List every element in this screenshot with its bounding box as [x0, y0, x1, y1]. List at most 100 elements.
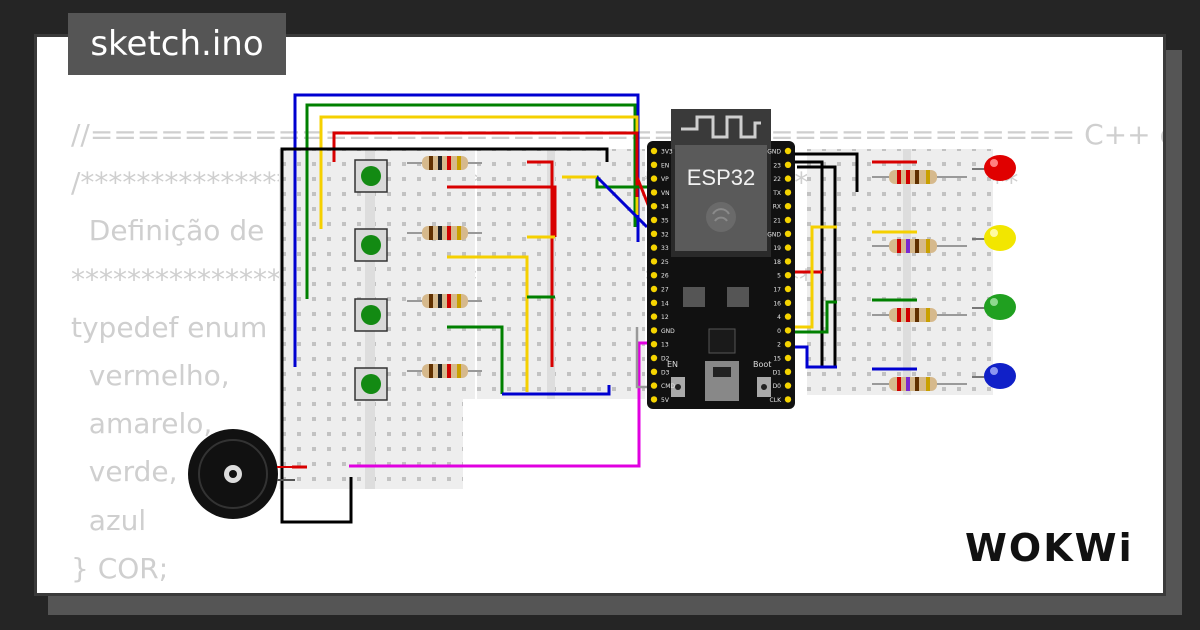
led-yellow[interactable] — [972, 225, 1016, 251]
wokwi-logo[interactable]: WOKWi — [965, 523, 1139, 571]
pin-12[interactable] — [650, 313, 658, 320]
pin-label: 17 — [773, 287, 781, 294]
pin-label: VN — [661, 190, 670, 197]
breadboard-right — [807, 149, 993, 395]
pin-d2[interactable] — [650, 354, 658, 362]
pin-35[interactable] — [650, 216, 658, 224]
code-line: azul — [71, 503, 147, 537]
pin-label: 19 — [773, 245, 781, 252]
pin-14[interactable] — [650, 299, 658, 306]
pin-34[interactable] — [650, 203, 658, 210]
code-line: amarelo, — [71, 407, 213, 441]
pin-label: 32 — [661, 231, 669, 238]
pin-label: GND — [767, 149, 781, 156]
pin-13[interactable] — [650, 341, 658, 348]
pin-rx[interactable] — [784, 203, 792, 210]
pin-gnd[interactable] — [650, 327, 658, 334]
resistor — [407, 364, 482, 378]
buzzer[interactable] — [188, 429, 295, 519]
pin-label: 22 — [773, 176, 781, 183]
led-green[interactable] — [972, 294, 1016, 320]
push-button[interactable] — [354, 298, 388, 332]
resistor — [407, 294, 482, 308]
pin-vp[interactable] — [650, 175, 658, 182]
push-buttons[interactable] — [354, 159, 388, 401]
pin-23[interactable] — [784, 161, 792, 168]
pin-label: 12 — [661, 314, 669, 321]
pin-label: 2 — [777, 342, 781, 349]
pin-d1[interactable] — [784, 368, 792, 375]
pin-label: 33 — [661, 245, 669, 252]
pin-vn[interactable] — [650, 189, 658, 196]
pin-label: 15 — [773, 356, 781, 363]
pin-label: 26 — [661, 273, 669, 280]
pin-label: VP — [661, 176, 669, 183]
led-blue[interactable] — [972, 363, 1016, 389]
pin-18[interactable] — [784, 258, 792, 265]
pin-label: 25 — [661, 259, 669, 266]
esp32-label: ESP32 — [687, 165, 756, 190]
pin-label: 16 — [773, 300, 781, 307]
pin-cmd[interactable] — [650, 382, 658, 389]
pin-label: 18 — [773, 259, 781, 266]
pin-27[interactable] — [650, 285, 658, 293]
wokwi-wordmark: WOKWi — [965, 526, 1134, 570]
boot-button-label: Boot — [753, 360, 771, 369]
pin-d3[interactable] — [650, 368, 658, 375]
push-button[interactable] — [354, 228, 388, 262]
pin-label: 21 — [773, 218, 781, 225]
push-button[interactable] — [354, 367, 388, 401]
code-line: } COR; — [71, 551, 169, 585]
code-line: typedef enum — [71, 310, 268, 344]
pin-25[interactable] — [650, 258, 658, 265]
leds[interactable] — [972, 155, 1016, 389]
pin-33[interactable] — [650, 244, 658, 251]
code-line: Definição de — [71, 214, 265, 248]
pin-label: 35 — [661, 218, 669, 225]
preview-card: //======================================… — [34, 34, 1166, 596]
sketch-title-tab[interactable]: sketch.ino — [68, 13, 286, 75]
pin-5v[interactable] — [650, 396, 658, 403]
pin-0[interactable] — [784, 327, 792, 334]
en-button-label: EN — [667, 360, 678, 369]
pin-16[interactable] — [784, 299, 792, 306]
pin-label: 5 — [777, 273, 781, 280]
pin-19[interactable] — [784, 244, 792, 251]
pin-clk[interactable] — [784, 396, 792, 403]
pin-en[interactable] — [650, 161, 658, 168]
resistor — [872, 239, 967, 253]
esp32-board[interactable]: ESP32 EN Boot 3V3ENVPVN34353233252627141… — [647, 109, 795, 409]
resistor — [872, 308, 967, 322]
pin-label: D2 — [661, 356, 670, 363]
pin-gnd[interactable] — [784, 230, 792, 237]
pin-tx[interactable] — [784, 189, 792, 196]
pin-2[interactable] — [784, 341, 792, 348]
pin-label: 13 — [661, 342, 669, 349]
resistor — [407, 156, 482, 170]
pin-4[interactable] — [784, 313, 792, 320]
pin-26[interactable] — [650, 272, 658, 279]
pin-label: 27 — [661, 287, 669, 294]
pin-21[interactable] — [784, 216, 792, 224]
pin-17[interactable] — [784, 285, 792, 293]
pin-22[interactable] — [784, 175, 792, 182]
pin-d0[interactable] — [784, 382, 792, 389]
circuit-diagram[interactable]: ESP32 EN Boot 3V3ENVPVN34353233252627141… — [37, 37, 1166, 596]
push-button[interactable] — [354, 159, 388, 193]
left-pin-header[interactable]: 3V3ENVPVN343532332526271412GND13D2D3CMD5… — [650, 147, 676, 404]
pin-label: GND — [767, 231, 781, 238]
pin-3v3[interactable] — [650, 147, 658, 155]
pin-32[interactable] — [650, 230, 658, 237]
pin-label: 4 — [777, 314, 781, 321]
resistor — [872, 170, 967, 184]
led-red[interactable] — [972, 155, 1016, 181]
pin-label: 0 — [777, 328, 781, 335]
resistors — [407, 156, 967, 391]
code-line: vermelho, — [71, 359, 230, 393]
pin-gnd[interactable] — [784, 147, 792, 155]
pin-15[interactable] — [784, 354, 792, 362]
pin-label: 14 — [661, 300, 669, 307]
pin-5[interactable] — [784, 272, 792, 279]
pin-label: 34 — [661, 204, 669, 211]
